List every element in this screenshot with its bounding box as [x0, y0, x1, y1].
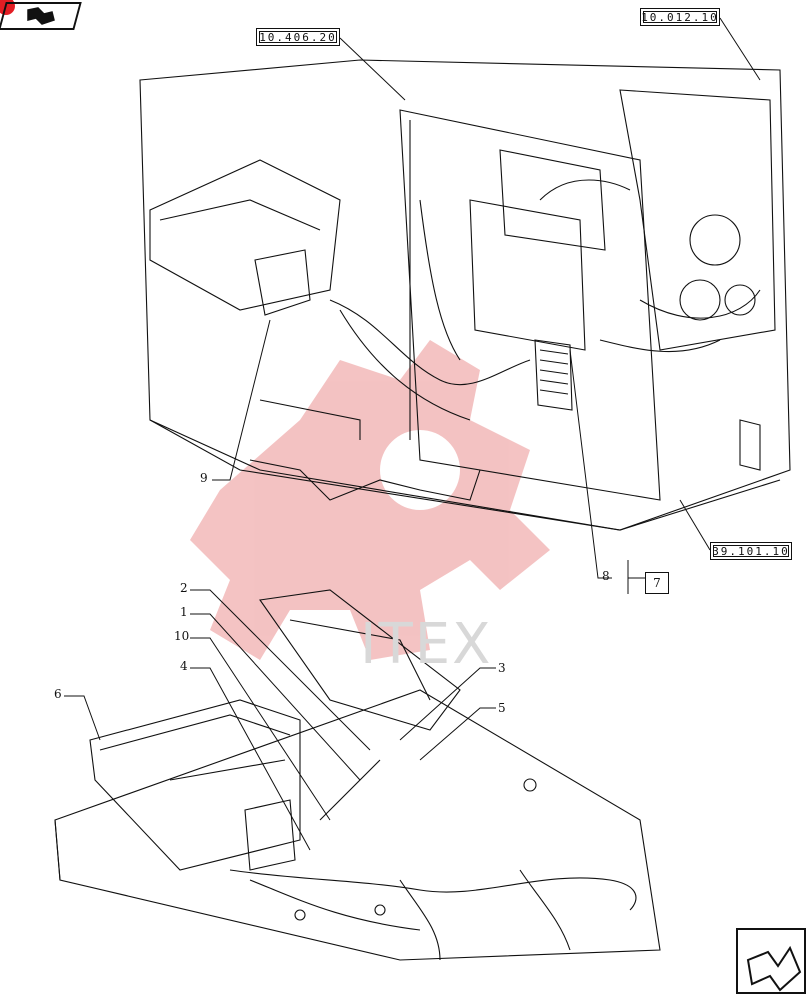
next-page-arrow-glyph — [746, 945, 802, 992]
lower-assembly — [54, 589, 661, 961]
prev-page-arrow-glyph — [27, 7, 55, 25]
ref-box-39-101-10[interactable]: 39.101.10 — [710, 542, 792, 560]
callout-4: 4 — [180, 659, 188, 673]
leader-lines — [64, 17, 761, 851]
callout-3: 3 — [498, 661, 506, 675]
watermark-logo — [190, 340, 550, 660]
badge-dot — [0, 0, 15, 15]
callout-9: 9 — [200, 471, 208, 485]
prev-page-button[interactable] — [0, 2, 82, 30]
watermark-text: ITEX — [360, 612, 493, 677]
callout-5: 5 — [498, 701, 506, 715]
callout-1: 1 — [180, 605, 188, 619]
callout-10: 10 — [174, 629, 190, 643]
callout-2: 2 — [180, 581, 188, 595]
ref-box-10-406-20[interactable]: 10.406.20 — [256, 28, 340, 46]
callout-7: 7 — [645, 572, 669, 594]
callout-8: 8 — [602, 569, 610, 583]
callout-6: 6 — [54, 687, 62, 701]
upper-assembly — [139, 59, 791, 531]
ref-box-10-012-10[interactable]: 10.012.10 — [640, 8, 720, 26]
next-page-button[interactable] — [736, 928, 806, 994]
